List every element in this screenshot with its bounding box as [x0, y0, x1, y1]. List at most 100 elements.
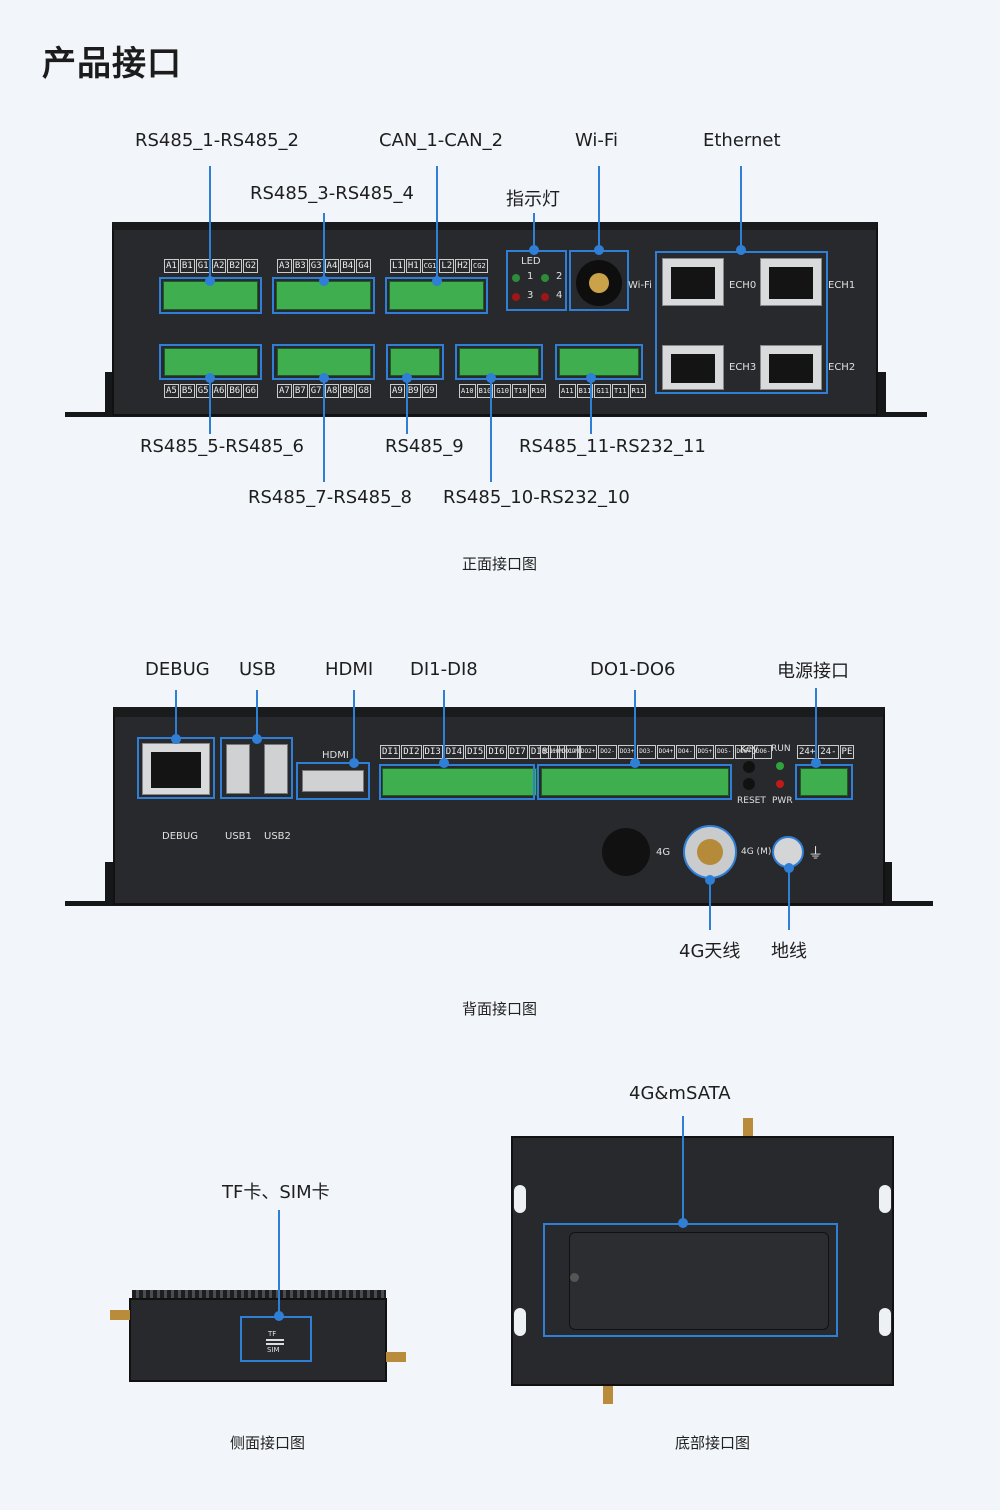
terminal-di	[382, 768, 537, 796]
callout-line	[788, 868, 790, 930]
label-ethernet: Ethernet	[703, 130, 781, 151]
pin-label: G2	[243, 259, 259, 273]
callout-line	[406, 378, 408, 434]
pin-label: B7	[292, 384, 308, 398]
pin-label: DI5	[465, 745, 486, 759]
pin-label: DO5-	[715, 745, 734, 759]
label-rs485-11: RS485_11-RS232_11	[519, 436, 706, 457]
led-title: LED	[521, 256, 541, 267]
debug-port-icon	[142, 743, 210, 795]
ethernet-port-icon	[760, 345, 822, 390]
pin-label: G8	[356, 384, 372, 398]
pin-label: DI1	[380, 745, 401, 759]
highlight-power	[795, 764, 853, 800]
callout-line	[353, 690, 355, 762]
label-rs485-1-2: RS485_1-RS485_2	[135, 130, 299, 151]
highlight-rs485-11	[555, 344, 643, 380]
callout-dot	[586, 373, 596, 383]
tf-tag: TF	[268, 1330, 277, 1338]
pin-label: DI8	[528, 745, 550, 759]
highlight-hdmi	[296, 762, 370, 800]
pin-label: A2	[211, 259, 227, 273]
pin-label: DI4	[443, 745, 465, 759]
eth-port-label: ECH3	[729, 362, 757, 373]
label-rs485-7-8: RS485_7-RS485_8	[248, 487, 412, 508]
label-debug: DEBUG	[145, 659, 210, 680]
callout-dot	[402, 373, 412, 383]
4g-connector-icon	[697, 839, 723, 865]
pin-label: G7	[308, 384, 324, 398]
pin-label: DO1-	[559, 745, 578, 759]
pin-label: B8	[340, 384, 356, 398]
callout-line	[436, 166, 438, 280]
label-power: 电源接口	[777, 661, 849, 682]
pin-label: DO6-	[753, 745, 773, 759]
callout-dot	[252, 734, 262, 744]
pin-label: B9	[405, 384, 421, 398]
label-di: DI1-DI8	[410, 659, 478, 680]
callout-line	[533, 213, 535, 249]
key-button[interactable]	[743, 761, 755, 773]
debug-tag: DEBUG	[162, 831, 198, 842]
pin-label: G3	[308, 259, 324, 273]
led-num: 2	[556, 271, 563, 282]
antenna-stub-icon	[603, 1384, 613, 1404]
label-usb: USB	[239, 659, 276, 680]
pin-label: L1	[390, 259, 405, 273]
pin-label: A5	[164, 384, 179, 398]
pin-label: H2	[455, 259, 471, 273]
callout-dot	[486, 373, 496, 383]
back-panel	[113, 707, 885, 905]
pin-label: T11	[611, 384, 629, 398]
callout-line	[634, 690, 636, 762]
mount-slot-icon	[514, 1185, 526, 1213]
highlight-do	[537, 764, 732, 800]
led-1-icon	[512, 274, 520, 282]
terminal-rs485-9	[390, 348, 440, 376]
callout-dot	[736, 245, 746, 255]
callout-dot	[432, 276, 442, 286]
pin-label: L2	[439, 259, 455, 273]
page-title: 产品接口	[42, 44, 182, 84]
led-num: 1	[527, 271, 534, 282]
label-led: 指示灯	[506, 189, 560, 210]
wifi-tag: Wi-Fi	[628, 280, 652, 291]
antenna-stub-icon	[386, 1352, 406, 1362]
eth-port-label: ECH0	[729, 280, 757, 291]
pwr-tag: PWR	[772, 796, 793, 806]
callout-line	[209, 166, 211, 280]
caption-back: 背面接口图	[462, 1000, 538, 1018]
terminal-rs485-7-8	[277, 348, 371, 376]
pins-power: 24+24-PE	[797, 745, 855, 759]
pin-label: A4	[324, 259, 340, 273]
callout-dot	[529, 245, 539, 255]
pin-label: G4	[356, 259, 372, 273]
pin-label: DI7	[507, 745, 528, 759]
pin-label: DO6+	[734, 745, 753, 759]
led-4-icon	[541, 293, 549, 301]
callout-dot	[678, 1218, 688, 1228]
led-num: 4	[556, 290, 563, 301]
callout-dot	[630, 758, 640, 768]
pin-label: DO3-	[637, 745, 656, 759]
label-rs485-10: RS485_10-RS232_10	[443, 487, 630, 508]
cover-plate	[569, 1232, 829, 1330]
pin-label: A6	[211, 384, 227, 398]
reset-button[interactable]	[743, 778, 755, 790]
pin-label: B10	[476, 384, 494, 398]
pin-label: G10	[494, 384, 511, 398]
heatsink-fins	[132, 1290, 386, 1300]
sim-slot-icon	[266, 1343, 284, 1345]
pins-do: DO1+DO1-DO2+DO2-DO3+DO3-DO4+DO4-DO5+DO5-…	[540, 745, 773, 759]
pin-label: A3	[277, 259, 292, 273]
pin-label: DO1+	[540, 745, 559, 759]
terminal-rs485-11	[559, 348, 639, 376]
led-2-icon	[541, 274, 549, 282]
hdmi-tag: HDMI	[322, 750, 349, 761]
pin-label: B3	[292, 259, 308, 273]
label-4g-antenna: 4G天线	[679, 941, 741, 962]
terminal-power	[800, 768, 848, 796]
